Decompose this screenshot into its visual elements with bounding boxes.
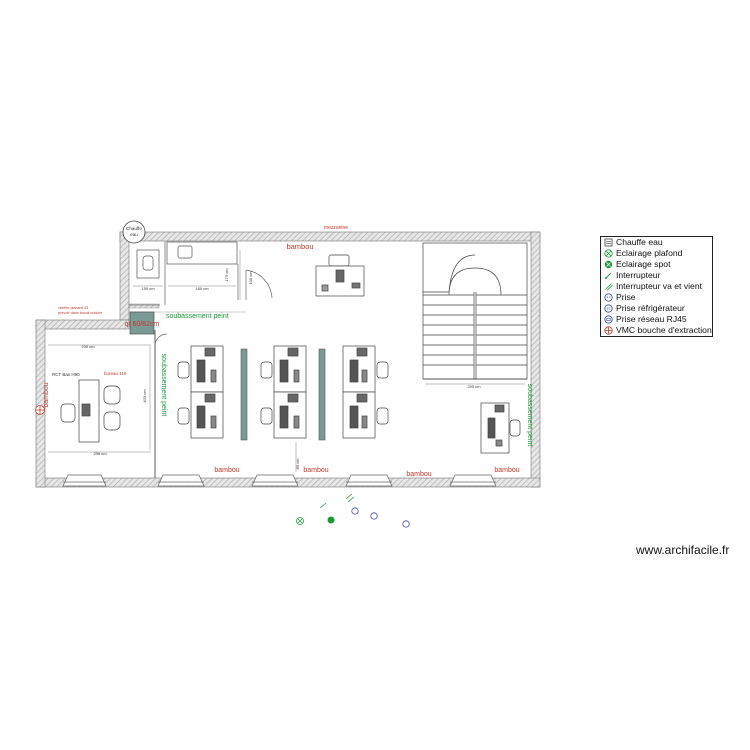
legend-item: Interrupteur va et vient bbox=[603, 281, 712, 292]
legend-item-label: Interrupteur va et vient bbox=[616, 281, 702, 291]
svg-text:R: R bbox=[607, 306, 610, 311]
two-way-switch-icon bbox=[603, 282, 613, 292]
dim-290: 290 cm bbox=[467, 384, 481, 389]
rj45-outlet-icon bbox=[603, 315, 613, 325]
svg-text:eau: eau bbox=[130, 232, 138, 237]
legend-item: Chauffe eau bbox=[603, 237, 712, 248]
fridge-outlet-icon: R bbox=[603, 304, 613, 314]
dim-403: 403 cm bbox=[142, 389, 147, 403]
dim-230: 230 cm bbox=[81, 344, 95, 349]
meeting-table bbox=[60, 379, 121, 443]
column-block bbox=[129, 311, 155, 335]
legend-item-label: VMC bouche d'extraction bbox=[616, 325, 712, 335]
dim-296: 296 cm bbox=[93, 451, 107, 456]
label-soubassement-left: soubassement peint bbox=[160, 354, 167, 417]
legend-item-label: Eclairage plafond bbox=[616, 248, 683, 258]
glass-partition-1 bbox=[240, 348, 248, 441]
dim-100: 100 cm bbox=[248, 271, 253, 285]
workstation-cluster-3 bbox=[342, 345, 389, 439]
legend-item: Prise réseau RJ45 bbox=[603, 314, 712, 325]
water-heater-icon bbox=[603, 238, 613, 248]
windows bbox=[62, 474, 497, 487]
workstation-cluster-2 bbox=[260, 345, 307, 439]
kitchen-counter bbox=[136, 241, 238, 279]
label-column: qt 60/82cm bbox=[125, 321, 160, 328]
watermark: www.archifacile.fr bbox=[636, 543, 730, 557]
dim-173: 173 cm bbox=[224, 268, 229, 282]
label-bambou-bottom-2: bambou bbox=[303, 467, 328, 474]
switch-icon bbox=[603, 271, 613, 281]
label-bambou-bottom-3: bambou bbox=[406, 471, 431, 478]
label-bambou-bottom-1: bambou bbox=[214, 467, 239, 474]
legend-item: VMC bouche d'extraction bbox=[603, 325, 712, 336]
legend-item-label: Eclairage spot bbox=[616, 259, 671, 269]
outlet-icon bbox=[603, 293, 613, 303]
label-soubassement-right: soubassement peint bbox=[526, 384, 533, 447]
label-bureau: bureau 110 bbox=[104, 371, 127, 376]
dim-150: 150 cm bbox=[141, 286, 155, 291]
electrical-symbols bbox=[296, 493, 410, 528]
label-soubassement-top: soubassement peint bbox=[166, 313, 229, 320]
svg-text:Chauffe: Chauffe bbox=[126, 226, 142, 231]
legend-item-label: Prise réseau RJ45 bbox=[616, 314, 687, 324]
ceiling-light-icon bbox=[603, 249, 613, 259]
label-bambou-bottom-4: bambou bbox=[494, 467, 519, 474]
legend-item: Interrupteur bbox=[603, 270, 712, 281]
top-wall-note: mezzanine bbox=[324, 225, 348, 231]
water-heater: Chauffe eau bbox=[122, 220, 146, 244]
spot-light-icon bbox=[603, 260, 613, 270]
label-bambou-top: bambou bbox=[286, 242, 313, 251]
workstation-cluster-1 bbox=[177, 345, 224, 439]
dim-80: 80 cm bbox=[295, 458, 300, 470]
legend-item-label: Chauffe eau bbox=[616, 237, 663, 247]
vmc-symbol-left bbox=[35, 405, 45, 415]
label-bambou-left: bambou bbox=[43, 382, 50, 407]
legend-item: Eclairage spot bbox=[603, 259, 712, 270]
dim-180: 180 cm bbox=[195, 286, 209, 291]
legend-item: Prise bbox=[603, 292, 712, 303]
partitions bbox=[129, 241, 246, 478]
legend-item-label: Prise bbox=[616, 292, 636, 302]
legend-item: Eclairage plafond bbox=[603, 248, 712, 259]
legend-item-label: Prise réfrigérateur bbox=[616, 303, 685, 313]
reception-desk bbox=[315, 254, 365, 297]
label-meeting-room: RCT Bas H90 bbox=[52, 372, 80, 377]
dimension-lines bbox=[48, 250, 525, 472]
door bbox=[154, 269, 273, 346]
staircase bbox=[422, 242, 528, 380]
vmc-icon bbox=[603, 326, 613, 336]
legend-item-label: Interrupteur bbox=[616, 270, 661, 280]
glass-partition-2 bbox=[318, 348, 326, 441]
left-note-1: vérifier placard 43 bbox=[58, 306, 88, 310]
right-desk bbox=[480, 402, 521, 454]
legend-item: R Prise réfrigérateur bbox=[603, 303, 712, 314]
left-note-2: prévoir dans boudi-cuisine bbox=[58, 311, 102, 315]
